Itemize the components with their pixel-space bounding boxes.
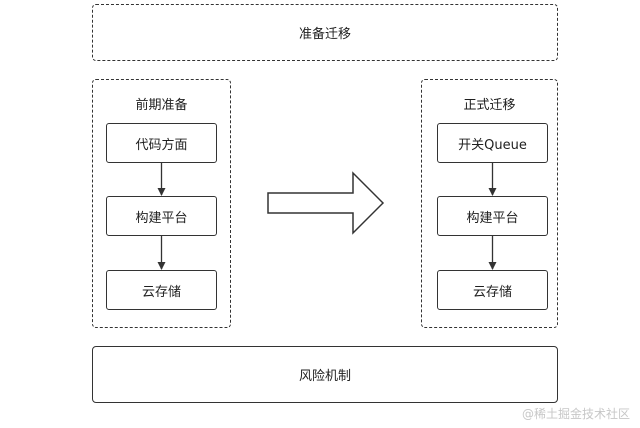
preliminary-prep-group: 前期准备	[92, 79, 231, 328]
left-step-code: 代码方面	[106, 123, 217, 163]
left-step-build-platform: 构建平台	[106, 196, 217, 236]
right-step-cloud-storage: 云存储	[437, 270, 548, 310]
big-right-arrow-icon	[267, 171, 385, 235]
preliminary-prep-title: 前期准备	[135, 98, 188, 113]
left-step-cloud-storage: 云存储	[106, 270, 217, 310]
formal-migration-title: 正式迁移	[463, 98, 516, 113]
watermark: @稀土掘金技术社区	[521, 407, 630, 421]
prepare-migration-box: 准备迁移	[92, 4, 558, 61]
prepare-migration-label: 准备迁移	[298, 27, 351, 42]
right-step-queue-switch: 开关Queue	[437, 123, 548, 163]
right-step-build-platform: 构建平台	[437, 196, 548, 236]
formal-migration-group: 正式迁移	[421, 79, 558, 328]
risk-mechanism-box: 风险机制	[92, 346, 558, 403]
risk-mechanism-label: 风险机制	[298, 369, 351, 384]
